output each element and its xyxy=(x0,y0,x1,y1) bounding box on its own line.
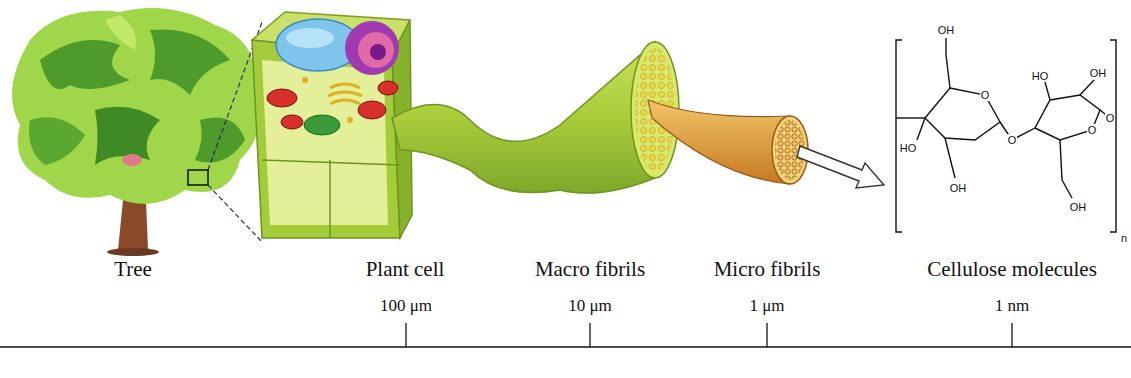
cellulose-structure-part xyxy=(1045,82,1050,100)
chem-atom: OH xyxy=(1069,201,1088,213)
plant-cell-illustration-part xyxy=(345,21,399,75)
cellulose-structure-part xyxy=(917,118,925,140)
tree-illustration-part xyxy=(12,8,260,204)
chem-atom: OH xyxy=(949,182,968,194)
tree-illustration xyxy=(12,8,262,256)
part-label: Micro fibrils xyxy=(714,258,821,281)
scale-axis-part xyxy=(405,323,406,347)
part-label: Tree xyxy=(114,258,152,281)
scale-value: 1 μm xyxy=(749,297,784,316)
plant-cell-illustration-part xyxy=(302,77,308,83)
macro-fibril-illustration-part xyxy=(392,42,655,193)
plant-cell-illustration-part xyxy=(378,81,398,95)
chem-atom: n xyxy=(1120,232,1128,244)
tree-illustration-part xyxy=(122,154,142,166)
cellulose-structure-part xyxy=(896,40,902,232)
cellulose-structure-part xyxy=(1110,40,1116,232)
chem-atom: O xyxy=(1087,124,1098,136)
macro-fibril-illustration xyxy=(392,42,679,193)
cellulose-structure-part xyxy=(1080,80,1094,95)
cellulose-structure-part xyxy=(945,38,946,55)
plant-cell-illustration-part xyxy=(304,115,340,135)
plant-cell-illustration-part xyxy=(370,44,386,60)
tree-illustration-part xyxy=(208,185,262,242)
plant-cell-illustration-part xyxy=(267,89,297,107)
chem-atom: O xyxy=(1007,134,1018,146)
scale-value: 10 μm xyxy=(568,297,612,316)
part-label: Macro fibrils xyxy=(535,258,645,281)
plant-cell-illustration-part xyxy=(281,115,303,129)
plant-cell-illustration-part xyxy=(328,84,362,104)
tree-illustration-part xyxy=(188,170,208,185)
tree-illustration-part xyxy=(150,29,230,95)
tree-illustration-part xyxy=(105,15,136,50)
tree-illustration-part xyxy=(195,118,245,163)
cellulose-structure-part xyxy=(896,117,925,118)
plant-cell-illustration-part xyxy=(286,28,334,48)
cellulose-structure-part xyxy=(1035,95,1100,140)
tree-illustration-part xyxy=(29,117,85,165)
scale-axis-part xyxy=(0,346,1131,347)
part-label: Cellulose molecules xyxy=(927,258,1097,281)
chem-atom: OH xyxy=(937,24,956,36)
cellulose-structure-part xyxy=(1060,140,1062,180)
micro-fibril-illustration xyxy=(648,100,884,188)
plant-cell-illustration-part xyxy=(262,160,400,165)
tree-illustration-part xyxy=(95,107,160,165)
cellulose-structure-part xyxy=(925,88,1000,140)
chem-atom: O xyxy=(1105,112,1116,124)
scale-axis-part xyxy=(766,323,767,347)
plant-cell-illustration xyxy=(252,12,412,238)
scale-axis xyxy=(0,323,1131,347)
chem-atom: HO xyxy=(1031,70,1050,82)
micro-fibril-illustration-part xyxy=(797,146,884,188)
chem-atom: HO xyxy=(899,142,918,154)
plant-cell-illustration-part xyxy=(262,60,388,225)
chem-atom: O xyxy=(980,89,991,101)
chem-atom: OH xyxy=(1089,67,1108,79)
part-label: Plant cell xyxy=(366,258,445,281)
scale-value: 100 μm xyxy=(380,297,432,316)
plant-cell-illustration-part xyxy=(329,160,331,238)
scale-axis-part xyxy=(1011,323,1012,347)
cellulose-structure xyxy=(896,38,1116,232)
plant-cell-illustration-part xyxy=(358,101,386,119)
cellulose-structure-part xyxy=(946,55,950,88)
cellulose-structure-part xyxy=(945,138,955,178)
tree-illustration-part xyxy=(107,248,159,256)
scale-value: 1 nm xyxy=(995,297,1029,316)
cellulose-structure-part xyxy=(1062,180,1072,198)
scale-axis-part xyxy=(589,323,590,347)
tree-illustration-part xyxy=(40,40,130,89)
micro-fibril-illustration-part xyxy=(648,100,790,184)
plant-cell-illustration-part xyxy=(358,32,394,68)
plant-cell-illustration-part xyxy=(347,117,353,123)
